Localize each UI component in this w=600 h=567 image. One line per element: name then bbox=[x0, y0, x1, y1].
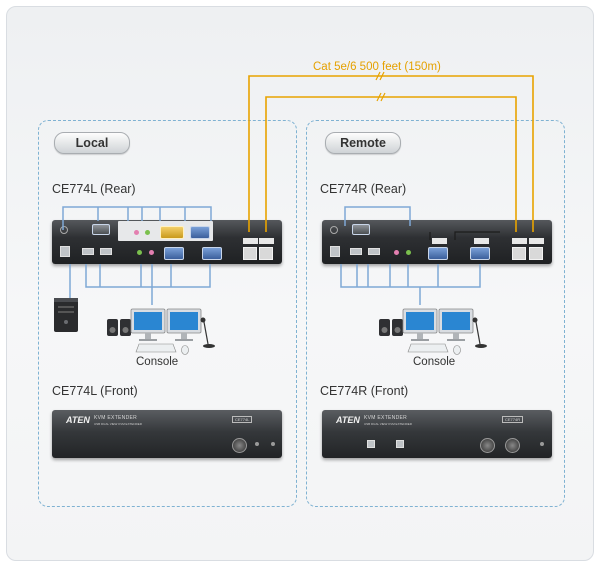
local-rs232-port bbox=[92, 224, 110, 235]
remote-section bbox=[306, 120, 565, 507]
local-usb-port-2 bbox=[100, 248, 112, 255]
local-front-unit: ATEN KVM EXTENDER USB DUAL VIEW KVM EXTE… bbox=[52, 410, 282, 458]
local-dvi-in-port bbox=[160, 226, 184, 239]
local-rear-unit bbox=[52, 220, 282, 264]
local-monitor-2-icon bbox=[166, 308, 202, 341]
remote-front-usb-1 bbox=[367, 440, 375, 448]
remote-front-knob-2 bbox=[505, 438, 520, 453]
remote-front-product: KVM EXTENDER bbox=[364, 415, 408, 421]
remote-usb-port-2 bbox=[368, 248, 380, 255]
local-audio-out-jack-2 bbox=[149, 250, 154, 255]
remote-rs232-port bbox=[352, 224, 370, 235]
local-front-label: CE774L (Front) bbox=[52, 384, 138, 398]
local-rj45-port-1 bbox=[243, 247, 257, 260]
local-console-label: Console bbox=[136, 356, 179, 368]
remote-console-label: Console bbox=[413, 356, 456, 368]
remote-keyboard-icon bbox=[407, 343, 461, 355]
remote-monitor-1-icon bbox=[402, 308, 438, 341]
remote-speaker-icon bbox=[379, 319, 403, 336]
local-monitor-1-icon bbox=[130, 308, 166, 341]
local-speaker-icon bbox=[107, 319, 131, 336]
remote-rear-label: CE774R (Rear) bbox=[320, 182, 407, 196]
remote-link-label-1 bbox=[512, 238, 527, 244]
cable-label: Cat 5e/6 500 feet (150m) bbox=[313, 61, 441, 73]
remote-front-brand: ATEN bbox=[336, 415, 360, 425]
remote-front-label: CE774R (Front) bbox=[320, 384, 409, 398]
remote-front-usb-2 bbox=[396, 440, 404, 448]
remote-title: Remote bbox=[325, 132, 401, 154]
local-audio-jack-pink bbox=[134, 230, 139, 235]
local-ground-icon bbox=[60, 226, 68, 234]
local-front-brand: ATEN bbox=[66, 415, 90, 425]
cat-cables bbox=[248, 75, 534, 232]
local-connector-lines bbox=[62, 206, 212, 305]
local-front-led-2 bbox=[271, 442, 275, 446]
cable-break-marks bbox=[375, 71, 386, 102]
local-vga-in-port bbox=[190, 226, 210, 239]
local-dc-port bbox=[60, 246, 70, 257]
remote-front-unit: ATEN KVM EXTENDER USB DUAL VIEW KVM EXTE… bbox=[322, 410, 552, 458]
local-front-subtitle: USB DUAL VIEW KVM EXTENDER bbox=[94, 422, 142, 426]
local-section bbox=[38, 120, 297, 507]
diagram-frame bbox=[6, 6, 594, 561]
local-link-label-1 bbox=[243, 238, 258, 244]
remote-console-link-lines bbox=[429, 231, 500, 240]
remote-vga-out-port-2 bbox=[470, 247, 490, 260]
remote-vga-out-port-1 bbox=[428, 247, 448, 260]
remote-usb-port-1 bbox=[350, 248, 362, 255]
local-usb-port-1 bbox=[82, 248, 94, 255]
local-front-product: KVM EXTENDER bbox=[94, 415, 138, 421]
local-microphone-icon bbox=[200, 317, 215, 348]
remote-front-led bbox=[540, 442, 544, 446]
local-audio-out-jack-1 bbox=[137, 250, 142, 255]
remote-audio-jack-1 bbox=[394, 250, 399, 255]
local-title: Local bbox=[54, 132, 130, 154]
local-input-panel bbox=[118, 221, 213, 241]
local-audio-jack-green bbox=[145, 230, 150, 235]
local-keyboard-icon bbox=[135, 343, 189, 355]
remote-dc-port bbox=[330, 246, 340, 257]
remote-link-label-2 bbox=[529, 238, 544, 244]
remote-connector-lines bbox=[340, 206, 481, 305]
local-vga-out-port-2 bbox=[202, 247, 222, 260]
remote-ground-icon bbox=[330, 226, 338, 234]
local-vga-out-port-1 bbox=[164, 247, 184, 260]
remote-microphone-icon bbox=[472, 317, 487, 348]
local-pc-icon bbox=[54, 298, 78, 332]
remote-monitor-2-icon bbox=[438, 308, 474, 341]
remote-audio-jack-2 bbox=[406, 250, 411, 255]
local-link-label-2 bbox=[259, 238, 274, 244]
local-front-knob bbox=[232, 438, 247, 453]
local-front-led-1 bbox=[255, 442, 259, 446]
remote-front-knob-1 bbox=[480, 438, 495, 453]
remote-rj45-port-2 bbox=[529, 247, 543, 260]
local-rj45-port-2 bbox=[259, 247, 273, 260]
remote-front-model-tag: CE774R bbox=[502, 416, 524, 423]
remote-console-label-1 bbox=[432, 238, 447, 244]
remote-console-label-2 bbox=[474, 238, 489, 244]
local-rear-label: CE774L (Rear) bbox=[52, 182, 136, 196]
remote-rear-unit bbox=[322, 220, 552, 264]
remote-front-subtitle: USB DUAL VIEW KVM EXTENDER bbox=[364, 422, 412, 426]
local-front-model-tag: CE774L bbox=[232, 416, 253, 423]
remote-rj45-port-1 bbox=[512, 247, 526, 260]
